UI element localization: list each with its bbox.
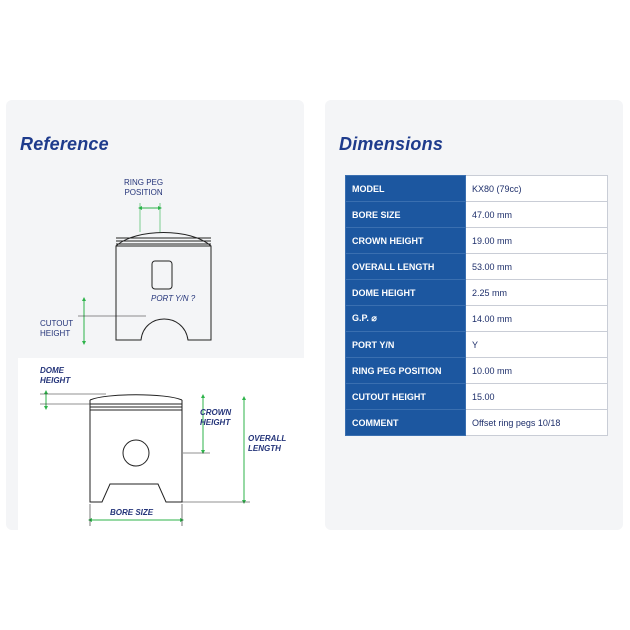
bore-size-label: BORE SIZE bbox=[110, 508, 154, 517]
table-row: PORT Y/N Y bbox=[345, 331, 608, 358]
bottom-piston-crown bbox=[89, 394, 183, 401]
table-row: DOME HEIGHT 2.25 mm bbox=[345, 279, 608, 306]
table-row: RING PEG POSITION 10.00 mm bbox=[345, 357, 608, 384]
row-value: KX80 (79cc) bbox=[465, 175, 608, 202]
top-piston-outline bbox=[115, 245, 212, 341]
crown-height-label: CROWN HEIGHT bbox=[200, 408, 232, 427]
row-label: RING PEG POSITION bbox=[345, 357, 466, 384]
table-row: CUTOUT HEIGHT 15.00 bbox=[345, 383, 608, 410]
row-value: Offset ring pegs 10/18 bbox=[465, 409, 608, 436]
dimensions-table: MODEL KX80 (79cc) BORE SIZE 47.00 mm CRO… bbox=[345, 175, 608, 436]
row-value: 53.00 mm bbox=[465, 253, 608, 280]
dimensions-title: Dimensions bbox=[339, 134, 444, 154]
reference-panel: Reference RING PEG POSITION PORT Y/N ? C… bbox=[6, 100, 304, 530]
table-row: COMMENT Offset ring pegs 10/18 bbox=[345, 409, 608, 436]
row-label: PORT Y/N bbox=[345, 331, 466, 358]
bottom-piston-diagram bbox=[40, 390, 250, 526]
dimensions-panel: Dimensions MODEL KX80 (79cc) BORE SIZE 4… bbox=[325, 100, 623, 530]
row-label: CUTOUT HEIGHT bbox=[345, 383, 466, 410]
overall-length-label: OVERALL LENGTH bbox=[248, 434, 287, 453]
row-label: BORE SIZE bbox=[345, 201, 466, 228]
row-label: DOME HEIGHT bbox=[345, 279, 466, 306]
row-label: OVERALL LENGTH bbox=[345, 253, 466, 280]
row-value: Y bbox=[465, 331, 608, 358]
row-label: MODEL bbox=[345, 175, 466, 202]
row-value: 10.00 mm bbox=[465, 357, 608, 384]
table-row: BORE SIZE 47.00 mm bbox=[345, 201, 608, 228]
bottom-piston-outline bbox=[89, 409, 183, 503]
table-row: CROWN HEIGHT 19.00 mm bbox=[345, 227, 608, 254]
row-value: 15.00 bbox=[465, 383, 608, 410]
reference-title: Reference bbox=[20, 134, 109, 154]
port-window bbox=[151, 260, 173, 290]
bottom-diagram-card: DOME HEIGHT CROWN HEIGHT OVERALL LENGTH … bbox=[18, 358, 304, 530]
row-label: COMMENT bbox=[345, 409, 466, 436]
table-row: G.P. ⌀ 14.00 mm bbox=[345, 305, 608, 332]
row-label: G.P. ⌀ bbox=[345, 305, 466, 332]
table-row: OVERALL LENGTH 53.00 mm bbox=[345, 253, 608, 280]
row-value: 19.00 mm bbox=[465, 227, 608, 254]
pin-hole bbox=[122, 439, 150, 467]
cutout-height-label: CUTOUT HEIGHT bbox=[40, 319, 74, 338]
top-piston-diagram bbox=[78, 203, 212, 345]
table-row: MODEL KX80 (79cc) bbox=[345, 175, 608, 202]
port-yn-label: PORT Y/N ? bbox=[151, 294, 196, 303]
row-label: CROWN HEIGHT bbox=[345, 227, 466, 254]
dome-height-label: DOME HEIGHT bbox=[40, 366, 71, 385]
row-value: 47.00 mm bbox=[465, 201, 608, 228]
row-value: 2.25 mm bbox=[465, 279, 608, 306]
ring-peg-position-label: RING PEG POSITION bbox=[124, 178, 164, 197]
row-value: 14.00 mm bbox=[465, 305, 608, 332]
